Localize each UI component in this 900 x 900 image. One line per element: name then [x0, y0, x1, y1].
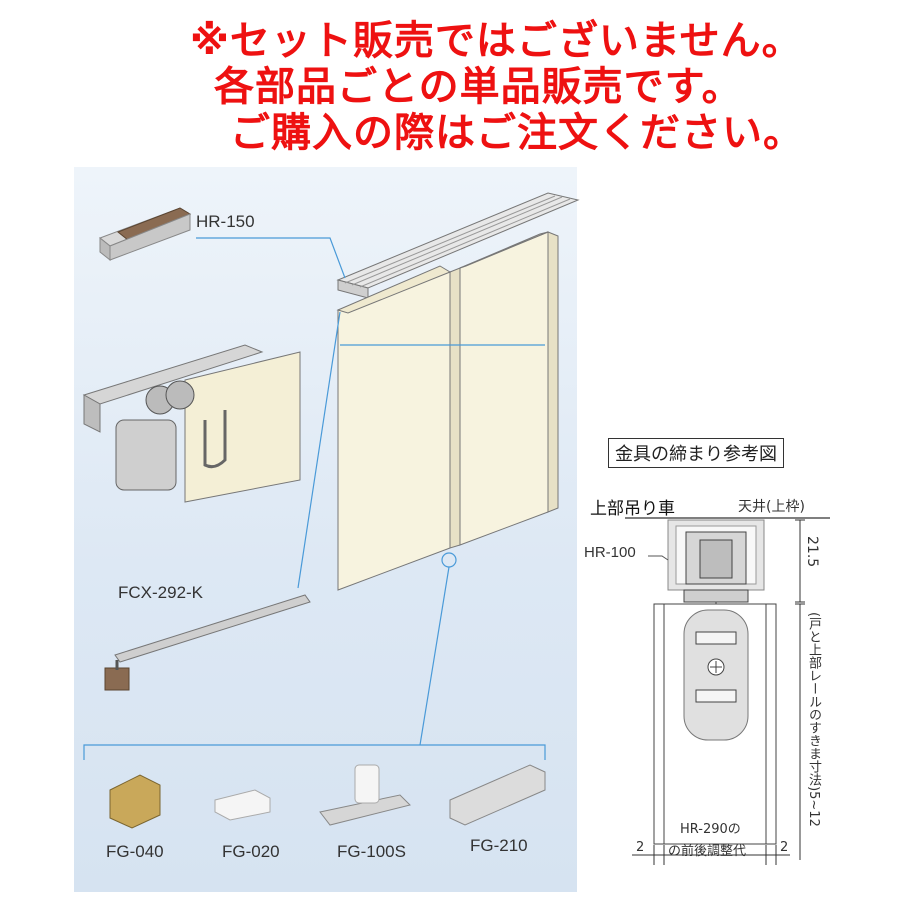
hr150-rail-drawing: [99, 207, 192, 262]
notice-line-3: ご購入の際はご注文ください。: [230, 110, 804, 156]
stopper-bar-drawing: [104, 594, 311, 691]
dim-side-label: (戸と上部レールのすきま寸法)5~12: [806, 612, 821, 827]
dim-top-label: 21.5: [804, 536, 820, 568]
detail-title: 金具の締まり参考図: [608, 438, 784, 468]
dim-right-label: 2: [780, 840, 789, 855]
guide-label-fg100s: FG-100S: [337, 842, 406, 861]
adjust-label-line1: HR-290の: [680, 822, 741, 837]
door-panels-drawing: [336, 231, 559, 591]
adjust-label-line2: の前後調整代: [668, 844, 747, 859]
guide-label-fg210: FG-210: [470, 836, 528, 855]
stopper-part-label: FCX-292-K: [118, 583, 204, 602]
guide-label-fg020: FG-020: [222, 842, 280, 861]
notice-line-2: 各部品ごとの単品販売です。: [214, 64, 743, 110]
leader-lines: [83, 237, 546, 760]
sliding-rail-drawing: [336, 192, 580, 299]
sales-notice: ※セット販売ではございません。 各部品ごとの単品販売です。 ご購入の際はご注文く…: [190, 18, 890, 156]
hr100-label: HR-100: [584, 544, 636, 561]
rail-part-label: HR-150: [196, 212, 255, 231]
detail-subtitle: 上部吊り車: [590, 499, 675, 519]
guide-parts-drawing: [109, 764, 546, 829]
ceiling-label: 天井(上枠): [738, 499, 805, 515]
notice-line-1: ※セット販売ではございません。: [190, 18, 803, 64]
guide-label-fg040: FG-040: [106, 842, 164, 861]
dim-left-label: 2: [636, 840, 645, 855]
hanger-assembly-drawing: [82, 344, 301, 503]
